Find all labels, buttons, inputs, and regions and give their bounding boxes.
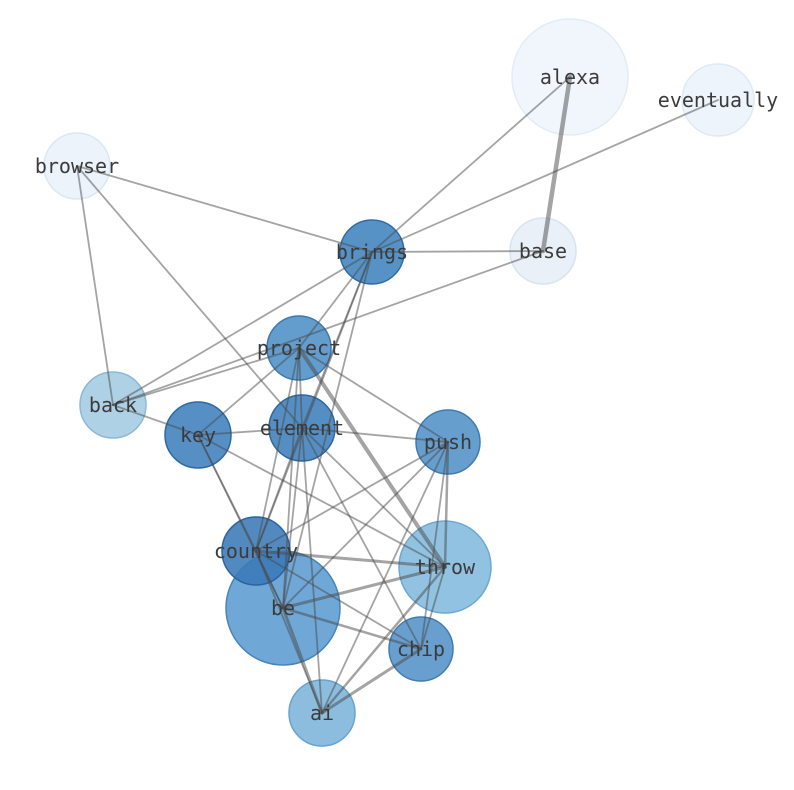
- edge-push-throw: [443, 440, 450, 569]
- edge-element-chip: [301, 427, 422, 650]
- edge-project-country: [255, 347, 300, 552]
- edge-brings-base: [371, 250, 544, 253]
- edge-push-be: [282, 441, 449, 609]
- edge-alexa-base: [540, 74, 573, 254]
- edge-throw-chip: [420, 566, 446, 650]
- edge-browser-brings: [76, 165, 373, 253]
- edge-browser-element: [76, 165, 303, 429]
- edge-element-ai: [301, 427, 323, 714]
- edge-project-element: [298, 347, 303, 429]
- edge-key-throw: [197, 434, 446, 568]
- edge-element-key: [197, 427, 303, 436]
- edge-chip-ai: [320, 647, 423, 715]
- edge-be-throw: [281, 565, 447, 610]
- edge-base-back: [112, 250, 544, 406]
- edge-project-push: [298, 347, 449, 443]
- edge-element-push: [301, 427, 449, 443]
- edge-eventually-brings: [371, 99, 719, 253]
- edge-country-throw: [254, 549, 447, 569]
- edge-brings-back: [112, 251, 373, 406]
- edge-brings-project: [298, 251, 373, 349]
- edge-be-chip: [281, 606, 423, 651]
- edge-push-country: [255, 441, 449, 552]
- edge-project-throw: [297, 346, 447, 569]
- edges-layer: [76, 74, 719, 715]
- edge-country-chip: [255, 550, 422, 650]
- edge-push-chip: [420, 441, 449, 650]
- edge-project-back: [112, 347, 300, 406]
- edge-element-throw: [301, 427, 446, 568]
- edge-be-ai: [281, 606, 324, 715]
- edge-alexa-brings: [371, 76, 571, 253]
- edge-project-be: [282, 347, 300, 609]
- edge-element-be: [282, 427, 303, 609]
- edge-throw-ai: [320, 565, 447, 715]
- edge-browser-back: [76, 165, 114, 406]
- edge-project-key: [197, 347, 300, 436]
- edge-key-back: [112, 404, 199, 436]
- edge-element-country: [255, 427, 303, 552]
- edge-push-ai: [321, 441, 449, 714]
